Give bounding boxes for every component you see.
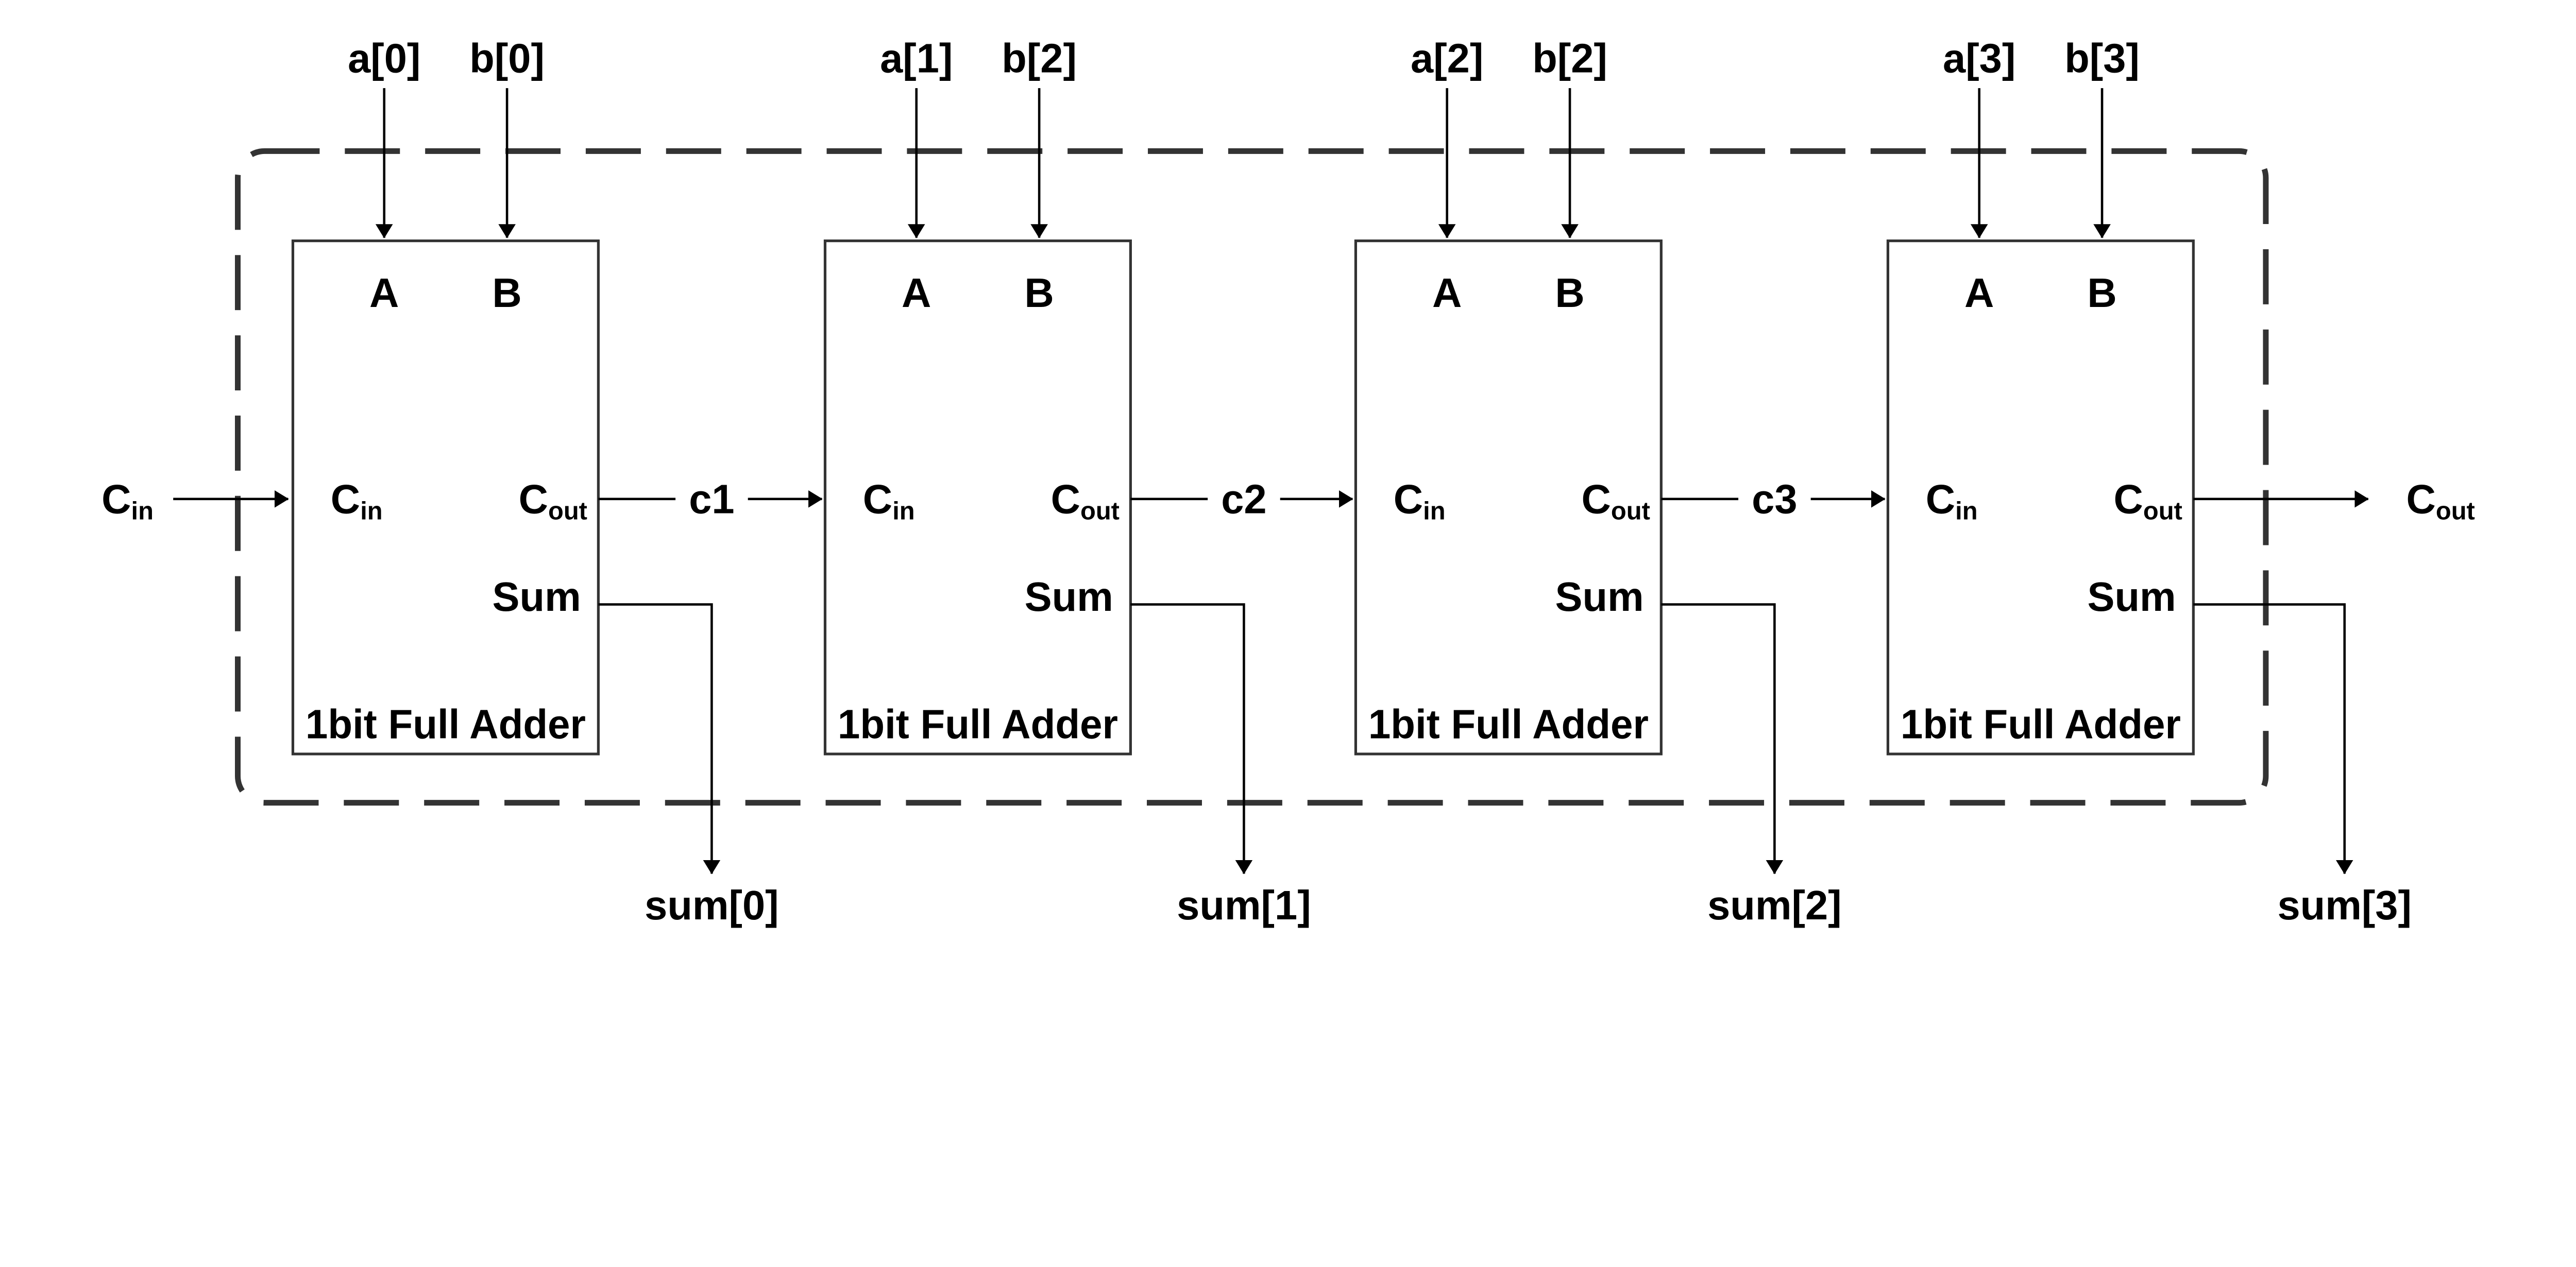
port-cout-label: Cout	[1582, 476, 1650, 525]
input-b-label: b[0]	[469, 36, 545, 81]
adder-title: 1bit Full Adder	[1368, 701, 1649, 747]
port-a-label: A	[369, 270, 399, 316]
module-boundary-dashed-border	[234, 148, 2269, 806]
input-a-label: a[1]	[880, 36, 953, 81]
adder-title: 1bit Full Adder	[306, 701, 586, 747]
port-cin-label: Cin	[1926, 476, 1978, 525]
carry-label-c1: c1	[689, 476, 734, 522]
adder-box	[1886, 239, 2195, 756]
sum-output-label: sum[1]	[1177, 882, 1311, 928]
carry-label-backing	[675, 477, 748, 521]
port-sum-label: Sum	[1025, 574, 1113, 620]
port-b-label: B	[1024, 270, 1054, 316]
sum-output-label: sum[0]	[645, 882, 778, 928]
input-a-label: a[0]	[348, 36, 420, 81]
port-cin-label: Cin	[331, 476, 383, 525]
sum-wire	[1661, 603, 1784, 875]
sum-wire	[598, 603, 721, 875]
port-b-label: B	[492, 270, 521, 316]
port-cout-label: Cout	[2114, 476, 2182, 525]
adder-box	[823, 239, 1132, 756]
full-adder-block-0: a[0] b[0] A B Cin Cout Sum 1bit Full Add…	[291, 36, 779, 928]
adder-title: 1bit Full Adder	[1901, 701, 2181, 747]
port-a-label: A	[1964, 270, 1994, 316]
input-b-label: b[3]	[2064, 36, 2140, 81]
carry-label-backing	[1208, 477, 1280, 521]
sum-output-label: sum[2]	[1707, 882, 1841, 928]
port-b-label: B	[1555, 270, 1584, 316]
carry-label-backing	[1738, 477, 1811, 521]
port-sum-label: Sum	[1555, 574, 1644, 620]
carry-label-c3: c3	[1752, 476, 1797, 522]
sum-wire	[1130, 603, 1253, 875]
port-a-label: A	[1432, 270, 1462, 316]
full-adder-block-2: a[2] b[2] A B Cin Cout Sum 1bit Full Add…	[1354, 36, 1842, 928]
adder-box	[291, 239, 600, 756]
port-cin-label: Cin	[1394, 476, 1446, 525]
adder-box	[1354, 239, 1663, 756]
port-cout-label: Cout	[1051, 476, 1120, 525]
input-a-label: a[2]	[1411, 36, 1483, 81]
external-carry-in-label: Cin	[101, 476, 154, 525]
diagram-canvas: Cin a[0] b[0] A B Cin Cout Sum 1bit Full…	[101, 35, 2475, 928]
port-cout-label: Cout	[519, 476, 587, 525]
adder-title: 1bit Full Adder	[838, 701, 1118, 747]
ripple-carry-adder-diagram: Cin a[0] b[0] A B Cin Cout Sum 1bit Full…	[101, 35, 2475, 928]
full-adder-block-1: a[1] b[2] A B Cin Cout Sum 1bit Full Add…	[823, 36, 1311, 928]
port-b-label: B	[2087, 270, 2116, 316]
port-sum-label: Sum	[493, 574, 581, 620]
sum-output-label: sum[3]	[2277, 882, 2411, 928]
input-b-label: b[2]	[1532, 36, 1607, 81]
port-cin-label: Cin	[863, 476, 915, 525]
input-a-label: a[3]	[1943, 36, 2015, 81]
sum-wire	[2193, 603, 2353, 875]
carry-label-c2: c2	[1221, 476, 1266, 522]
port-a-label: A	[902, 270, 931, 316]
port-sum-label: Sum	[2088, 574, 2176, 620]
external-carry-out-label: Cout	[2406, 476, 2475, 525]
input-b-label: b[2]	[1002, 36, 1077, 81]
full-adder-block-3: a[3] b[3] A B Cin Cout Sum 1bit Full Add…	[1886, 36, 2412, 928]
